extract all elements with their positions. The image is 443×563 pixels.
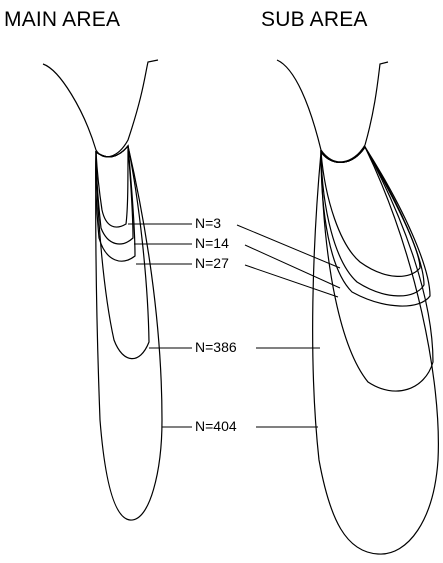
sub-contour-n3 xyxy=(321,147,420,276)
sub-contour-n14 xyxy=(321,147,424,296)
main-area-trough-outline xyxy=(43,60,158,157)
contour-label-n404: N=404 xyxy=(195,418,237,434)
sub-area-trough-outline xyxy=(277,60,388,162)
leader-sub-n3 xyxy=(237,225,340,268)
contour-label-n14: N=14 xyxy=(195,235,229,251)
contour-label-n27: N=27 xyxy=(195,255,229,271)
contour-label-n386: N=386 xyxy=(195,339,237,355)
main-contour-n386 xyxy=(96,146,149,359)
main-contour-n3 xyxy=(96,146,128,227)
contour-label-n3: N=3 xyxy=(195,215,221,231)
main-contour-n404 xyxy=(96,146,162,520)
